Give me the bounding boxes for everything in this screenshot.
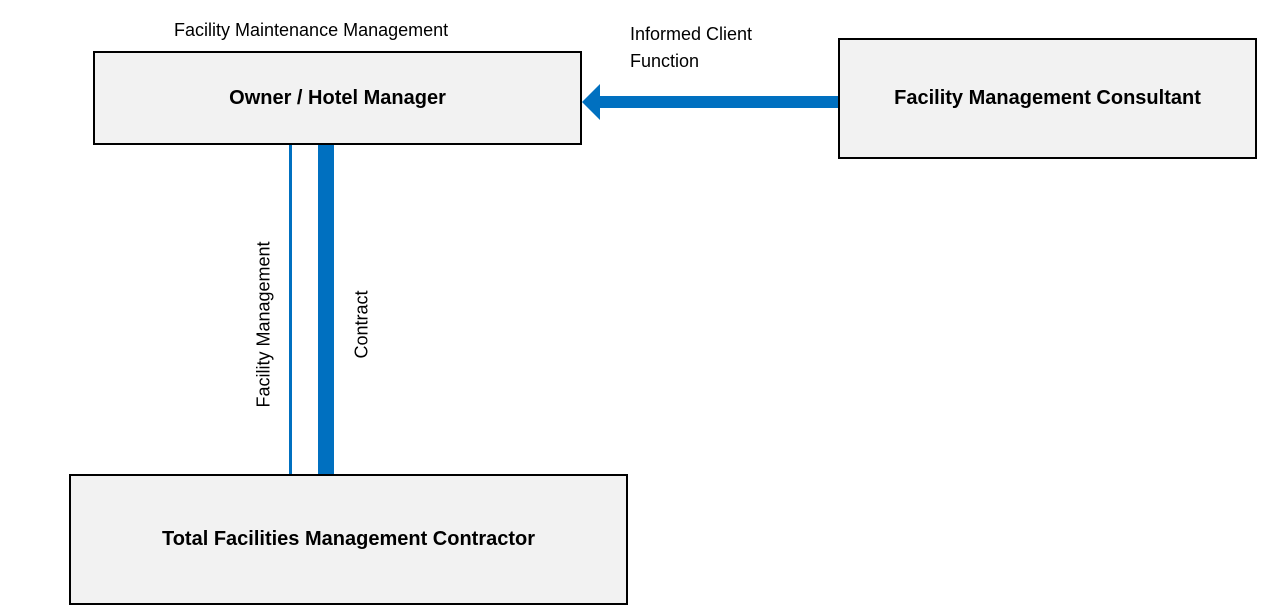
arrow-shaft <box>598 96 838 108</box>
total-facilities-management-contractor-label: Total Facilities Management Contractor <box>161 528 536 550</box>
diagram-title-label: Facility Maintenance Management <box>174 20 449 40</box>
owner-hotel-manager-box: Owner / Hotel Manager <box>93 51 582 145</box>
informed-client-function-label: Informed Client Function <box>630 21 752 75</box>
informed-client-function-line2: Function <box>630 51 700 71</box>
contract-connector-line <box>318 145 334 474</box>
facility-management-connector-line <box>289 145 292 474</box>
informed-client-function-line1: Informed Client <box>630 24 753 44</box>
facility-management-connector-label: Facility Management <box>253 241 274 408</box>
facility-management-consultant-box: Facility Management Consultant <box>838 38 1257 159</box>
contract-connector-label: Contract <box>351 290 372 359</box>
owner-hotel-manager-label: Owner / Hotel Manager <box>229 86 446 109</box>
total-facilities-management-contractor-box: Total Facilities Management Contractor <box>69 474 628 605</box>
arrow-head <box>582 84 600 120</box>
informed-client-function-arrow <box>582 84 838 120</box>
facility-management-consultant-label: Facility Management Consultant <box>894 87 1201 109</box>
